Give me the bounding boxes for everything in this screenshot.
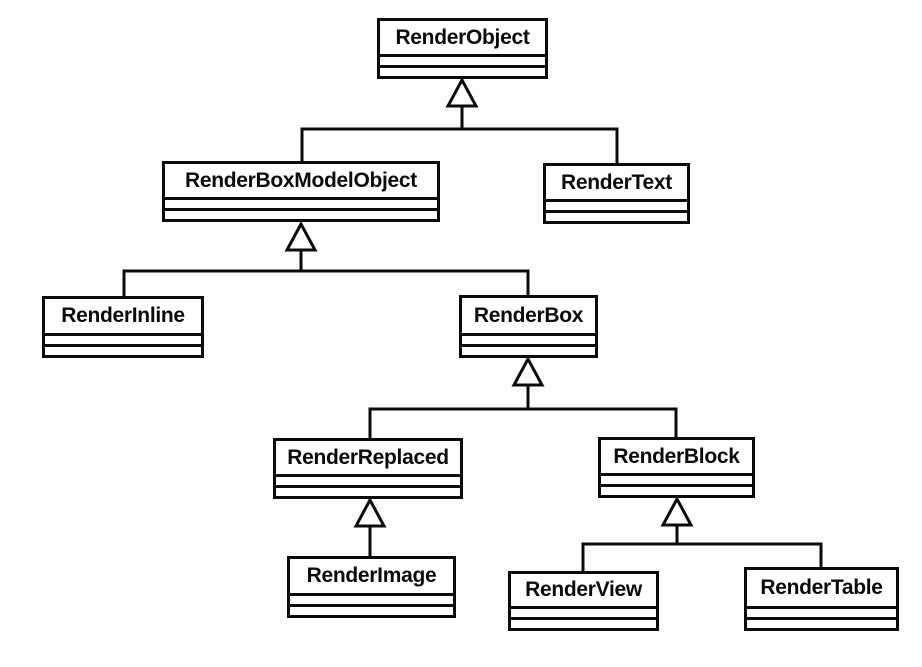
attributes-compartment — [546, 202, 687, 213]
class-box-renderview: RenderView — [508, 571, 659, 631]
class-box-renderblock: RenderBlock — [598, 437, 755, 498]
methods-compartment — [276, 488, 460, 496]
attributes-compartment — [276, 477, 460, 488]
class-box-renderbox: RenderBox — [459, 295, 598, 358]
inheritance-triangle-icon-renderblock — [660, 495, 694, 527]
inheritance-triangle-icon-renderreplaced — [353, 496, 387, 528]
inheritance-triangle-icon-renderbox — [511, 355, 545, 387]
class-name-label: RenderObject — [380, 21, 545, 57]
class-name-label: RenderText — [546, 166, 687, 202]
attributes-compartment — [511, 609, 656, 620]
attributes-compartment — [601, 476, 752, 487]
attributes-compartment — [290, 596, 453, 607]
class-name-label: RenderView — [511, 574, 656, 609]
class-name-label: RenderBoxModelObject — [165, 164, 437, 200]
class-box-renderboxmodelobject: RenderBoxModelObject — [162, 161, 440, 222]
inheritance-triangle-icon-renderboxmodelobject — [284, 220, 318, 252]
methods-compartment — [45, 347, 201, 355]
attributes-compartment — [45, 336, 201, 347]
methods-compartment — [290, 607, 453, 615]
methods-compartment — [380, 68, 545, 76]
class-name-label: RenderBlock — [601, 440, 752, 476]
attributes-compartment — [747, 609, 896, 620]
attributes-compartment — [462, 336, 595, 347]
methods-compartment — [165, 211, 437, 219]
methods-compartment — [462, 347, 595, 355]
class-box-renderimage: RenderImage — [287, 556, 456, 618]
methods-compartment — [546, 213, 687, 221]
class-box-rendertext: RenderText — [543, 163, 690, 224]
inheritance-triangle-icon-renderobject — [445, 76, 479, 108]
methods-compartment — [601, 487, 752, 495]
attributes-compartment — [380, 57, 545, 68]
class-name-label: RenderBox — [462, 298, 595, 336]
generalization-edge-renderboxmodelobject-rendertext-to-renderobject — [300, 127, 619, 164]
class-name-label: RenderInline — [45, 299, 201, 336]
generalization-edge-renderview-rendertable-to-renderblock — [581, 542, 823, 572]
class-name-label: RenderTable — [747, 570, 896, 609]
class-name-label: RenderReplaced — [276, 441, 460, 477]
class-box-renderreplaced: RenderReplaced — [273, 438, 463, 499]
generalization-edge-renderreplaced-renderblock-to-renderbox — [368, 407, 678, 439]
class-box-rendertable: RenderTable — [744, 567, 899, 631]
attributes-compartment — [165, 200, 437, 211]
generalization-edge-renderinline-renderbox-to-renderboxmodelobject — [122, 269, 530, 297]
methods-compartment — [747, 620, 896, 628]
class-name-label: RenderImage — [290, 559, 453, 596]
class-box-renderobject: RenderObject — [377, 18, 548, 79]
class-box-renderinline: RenderInline — [42, 296, 204, 358]
methods-compartment — [511, 620, 656, 628]
